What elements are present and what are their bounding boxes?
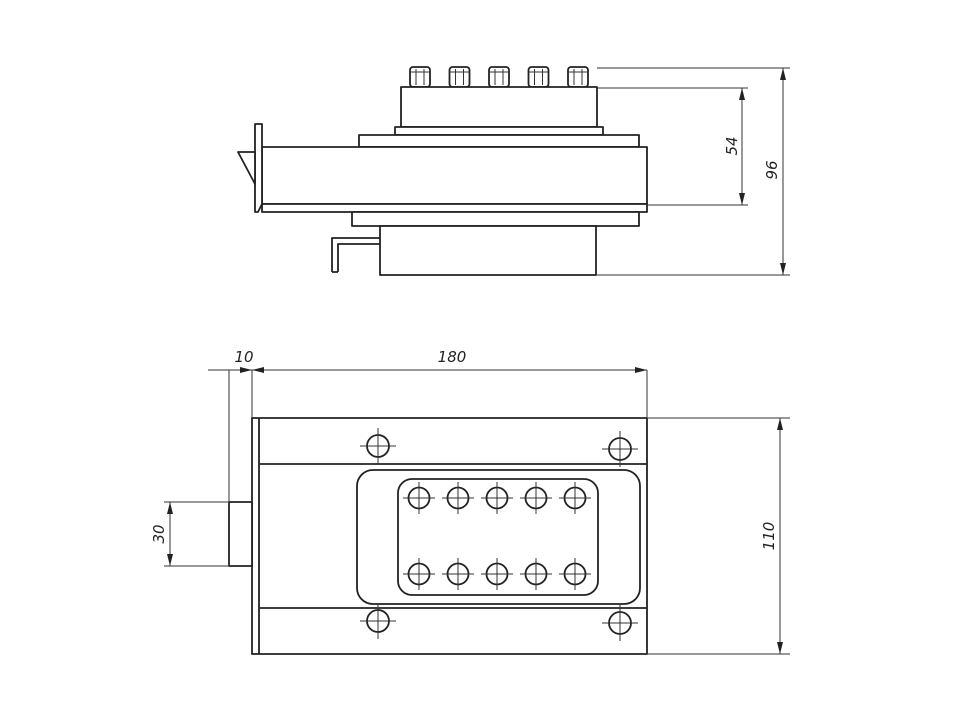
connector-pin xyxy=(559,482,591,514)
front-clip xyxy=(237,151,256,185)
pin-block xyxy=(400,86,598,128)
arrow-110-top xyxy=(777,418,783,430)
mounting-hole xyxy=(602,605,638,641)
arrow-96-top xyxy=(780,68,786,80)
mounting-hole xyxy=(360,603,396,639)
side-view: 54 96 xyxy=(237,66,790,276)
arrow-110-bottom xyxy=(777,642,783,654)
pin-block-base xyxy=(394,126,604,136)
connector-pin xyxy=(442,482,474,514)
arrow-30-top xyxy=(167,502,173,514)
arrow-180-right xyxy=(635,367,647,373)
side-pin xyxy=(409,66,431,88)
connector-pin xyxy=(559,558,591,590)
lower-body xyxy=(351,211,640,227)
cover-plate xyxy=(358,134,640,148)
connector-pin xyxy=(403,558,435,590)
arrow-180-left xyxy=(252,367,264,373)
dim-label-54: 54 xyxy=(723,136,741,155)
arrow-54-bottom xyxy=(739,193,745,205)
hook xyxy=(331,237,380,273)
main-housing xyxy=(261,146,648,205)
connector-pin xyxy=(403,482,435,514)
connector-pin xyxy=(520,482,552,514)
dim-label-10: 10 xyxy=(234,348,253,366)
top-view: 10 180 30 110 xyxy=(150,348,790,655)
side-pin xyxy=(448,66,471,88)
dim-label-96: 96 xyxy=(763,160,781,179)
connector-pin xyxy=(481,482,513,514)
lower-flange xyxy=(261,203,648,213)
arrow-10 xyxy=(240,367,252,373)
bottom-box xyxy=(379,225,597,276)
dim-label-180: 180 xyxy=(438,348,467,366)
connector-insert xyxy=(397,478,599,596)
mounting-holes xyxy=(360,428,638,641)
mounting-hole xyxy=(602,431,638,467)
side-view-pins xyxy=(409,66,589,88)
dim-label-110: 110 xyxy=(760,522,778,551)
dim-label-30: 30 xyxy=(150,524,168,543)
connector-pin xyxy=(520,558,552,590)
mounting-hole xyxy=(360,428,396,464)
side-tab xyxy=(228,501,253,567)
side-pin xyxy=(567,66,589,88)
arrow-54-top xyxy=(739,88,745,100)
side-pin xyxy=(527,66,550,88)
connector-pin xyxy=(481,558,513,590)
side-pin xyxy=(488,66,510,88)
connector-pin xyxy=(442,558,474,590)
top-view-pins xyxy=(403,482,591,590)
front-flange xyxy=(254,123,263,213)
arrow-30-bottom xyxy=(167,554,173,566)
arrow-96-bottom xyxy=(780,263,786,275)
